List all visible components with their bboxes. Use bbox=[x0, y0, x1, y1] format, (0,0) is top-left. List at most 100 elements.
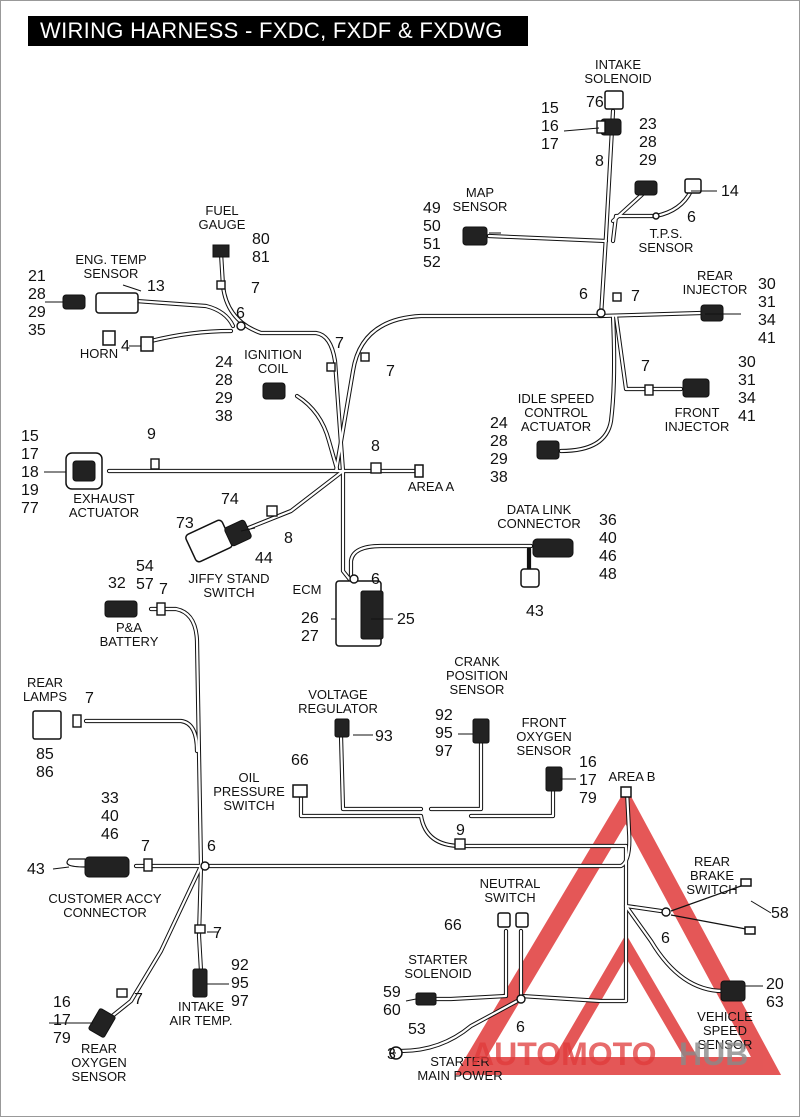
callout-c-6-starter: 6 bbox=[516, 1019, 525, 1036]
callout-c-93: 93 bbox=[375, 728, 393, 745]
pa-battery-connector-icon bbox=[104, 600, 138, 618]
callout-c-6-tps: 6 bbox=[687, 209, 696, 226]
clip-6-lower-icon bbox=[200, 861, 210, 871]
clip-7-front-inj-icon bbox=[644, 384, 654, 396]
oil-pressure-switch-icon bbox=[292, 784, 308, 798]
callout-c-7-front-inj: 7 bbox=[641, 358, 650, 375]
idle-speed-connector-icon bbox=[536, 440, 560, 460]
clip-7-intake-air-icon bbox=[194, 924, 206, 934]
label-horn: HORN bbox=[80, 346, 118, 361]
clip-8-area-a-icon bbox=[370, 462, 382, 474]
callout-c-7-fuel: 7 bbox=[251, 280, 260, 297]
label-ecm: ECM bbox=[293, 582, 322, 597]
clip-8-jiffy-icon bbox=[266, 505, 278, 517]
callout-c-3: 3 bbox=[387, 1046, 396, 1063]
clip-6-tps-icon bbox=[652, 212, 660, 220]
neutral-switch-a-icon bbox=[497, 912, 511, 928]
label-tps-sensor: T.P.S.SENSOR bbox=[639, 226, 694, 255]
rear-lamps-connector-icon bbox=[32, 710, 62, 740]
callout-c-7-accy: 7 bbox=[141, 838, 150, 855]
watermark-text: AUTOMOTO HUB bbox=[471, 1036, 748, 1072]
clip-7-rear-o2-icon bbox=[116, 988, 128, 998]
callout-c-7-rear-lamps: 7 bbox=[85, 690, 94, 707]
exhaust-actuator-plug-icon bbox=[72, 460, 96, 482]
crank-sensor-connector-icon bbox=[472, 718, 490, 744]
callout-c-6-ecm: 6 bbox=[371, 571, 380, 588]
callout-c-74: 74 bbox=[221, 491, 239, 508]
horn-connector-a-icon bbox=[102, 330, 116, 346]
callout-c-4: 4 bbox=[121, 338, 130, 355]
area-a-terminal-icon bbox=[414, 464, 424, 478]
callout-c-7-battery: 7 bbox=[159, 581, 168, 598]
callout-c-58: 58 bbox=[771, 905, 789, 922]
clip-7-center-icon bbox=[612, 292, 622, 302]
callout-c-8-intake: 8 bbox=[595, 153, 604, 170]
page-title: WIRING HARNESS - FXDC, FXDF & FXDWG bbox=[28, 16, 528, 46]
callout-c-6-center: 6 bbox=[579, 286, 588, 303]
callout-c-7-a: 7 bbox=[335, 335, 344, 352]
callout-c-9-exhaust: 9 bbox=[147, 426, 156, 443]
area-b-terminal-icon bbox=[620, 786, 632, 798]
front-injector-connector-icon bbox=[682, 378, 710, 398]
callout-c-66-oil: 66 bbox=[291, 752, 309, 769]
brake-switch-terminal-a-icon bbox=[740, 878, 752, 887]
tps-sensor-icon bbox=[684, 178, 702, 194]
customer-accy-connector-icon bbox=[84, 856, 130, 878]
vehicle-speed-connector-icon bbox=[720, 980, 746, 1002]
callout-c-53: 53 bbox=[408, 1021, 426, 1038]
rear-oxygen-connector-icon bbox=[88, 1008, 116, 1038]
label-area-a: AREA A bbox=[408, 479, 455, 494]
callout-c-44: 44 bbox=[255, 550, 273, 567]
data-link-cap-icon bbox=[520, 568, 540, 588]
callout-c-7-intake-air: 7 bbox=[213, 925, 222, 942]
callout-c-43-dlc: 43 bbox=[526, 603, 544, 620]
neutral-switch-b-icon bbox=[515, 912, 529, 928]
watermark-red-text: AUTOMOTO bbox=[471, 1036, 656, 1072]
accy-cap-loop-icon bbox=[66, 858, 86, 868]
callout-c-66-neutral: 66 bbox=[444, 917, 462, 934]
callout-c-7-center: 7 bbox=[631, 288, 640, 305]
callout-c-6-eng: 6 bbox=[236, 305, 245, 322]
clip-6-starter-icon bbox=[516, 994, 526, 1004]
clip-7-rear-lamps-icon bbox=[72, 714, 82, 728]
tps-connector-icon bbox=[634, 180, 658, 196]
callout-c-6-lower: 6 bbox=[207, 838, 216, 855]
clip-7-a-icon bbox=[326, 362, 336, 372]
clip-6-center-icon bbox=[596, 308, 606, 318]
intake-solenoid-icon bbox=[604, 90, 624, 110]
rear-injector-connector-icon bbox=[700, 304, 724, 322]
horn-connector-b-icon bbox=[140, 336, 154, 352]
clip-6-ecm-icon bbox=[349, 574, 359, 584]
